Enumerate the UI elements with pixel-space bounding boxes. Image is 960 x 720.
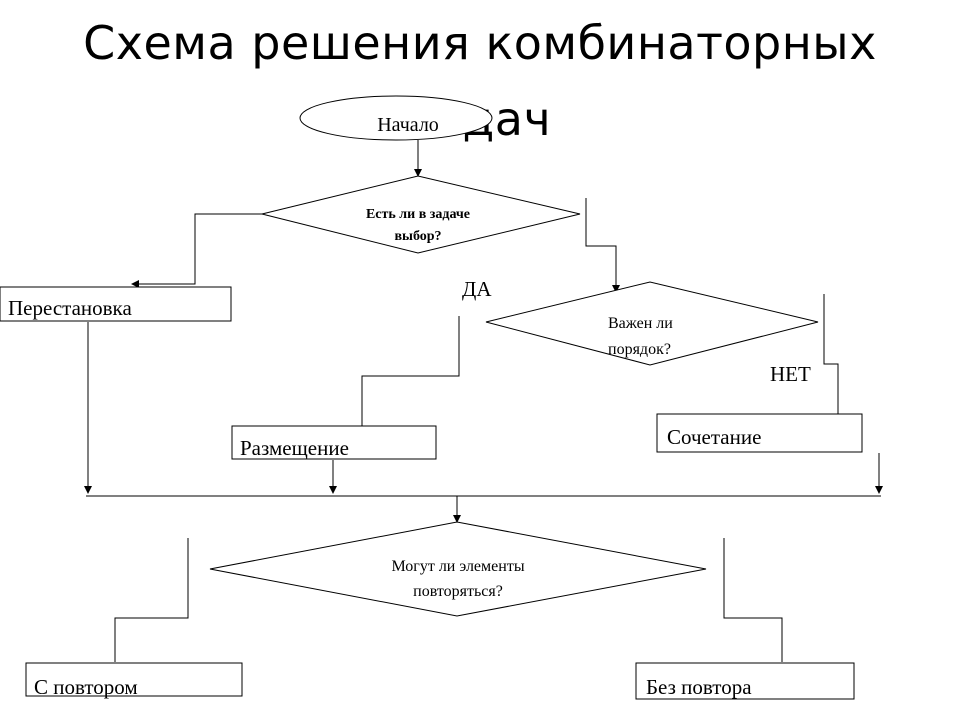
combination-node: Сочетание bbox=[656, 413, 863, 453]
without-repeat-node: Без повтора bbox=[635, 662, 855, 700]
with-repeat-box bbox=[25, 662, 243, 697]
start-oval bbox=[299, 95, 493, 141]
decision-choice-line2: выбор? bbox=[394, 229, 441, 244]
decision-repeat: Могут ли элементы повторяться? bbox=[209, 521, 707, 617]
arrangement-node: Размещение bbox=[231, 425, 437, 460]
combination-label: Сочетание bbox=[667, 425, 761, 449]
decision-order: Важен ли порядок? bbox=[485, 281, 819, 366]
connector-repeat-to-with bbox=[114, 538, 189, 662]
decision-choice-diamond bbox=[261, 175, 581, 254]
start-label: Начало bbox=[377, 114, 439, 136]
arrangement-box bbox=[231, 425, 437, 460]
connector-choice-to-permutation bbox=[131, 213, 262, 288]
arrangement-label: Размещение bbox=[240, 436, 349, 460]
no-label: НЕТ bbox=[770, 362, 811, 386]
permutation-node: Перестановка bbox=[0, 286, 232, 322]
without-repeat-label: Без повтора bbox=[646, 675, 752, 699]
permutation-box bbox=[0, 286, 232, 322]
slide-title-line1: Схема решения комбинаторных bbox=[83, 16, 877, 70]
connector-order-yes-to-arrangement bbox=[361, 316, 460, 426]
decision-repeat-diamond bbox=[209, 521, 707, 617]
yes-label: ДА bbox=[462, 277, 492, 301]
decision-repeat-line2: повторяться? bbox=[413, 583, 503, 600]
decision-choice-line1: Есть ли в задаче bbox=[366, 207, 470, 222]
decision-order-line1: Важен ли bbox=[608, 315, 673, 332]
combination-box bbox=[656, 413, 863, 453]
with-repeat-node: С повтором bbox=[25, 662, 243, 699]
connectors bbox=[84, 140, 883, 662]
with-repeat-label: С повтором bbox=[34, 675, 138, 699]
permutation-label: Перестановка bbox=[8, 296, 132, 320]
decision-order-diamond bbox=[485, 281, 819, 366]
connector-choice-to-order bbox=[585, 198, 620, 293]
connector-repeat-to-without bbox=[723, 538, 783, 662]
connector-order-no-to-combination bbox=[823, 294, 839, 414]
start-node: Начало bbox=[299, 95, 493, 141]
decision-repeat-line1: Могут ли элементы bbox=[391, 558, 524, 575]
decision-order-line2: порядок? bbox=[608, 341, 671, 358]
without-repeat-box bbox=[635, 662, 855, 700]
decision-choice: Есть ли в задаче выбор? bbox=[261, 175, 581, 254]
